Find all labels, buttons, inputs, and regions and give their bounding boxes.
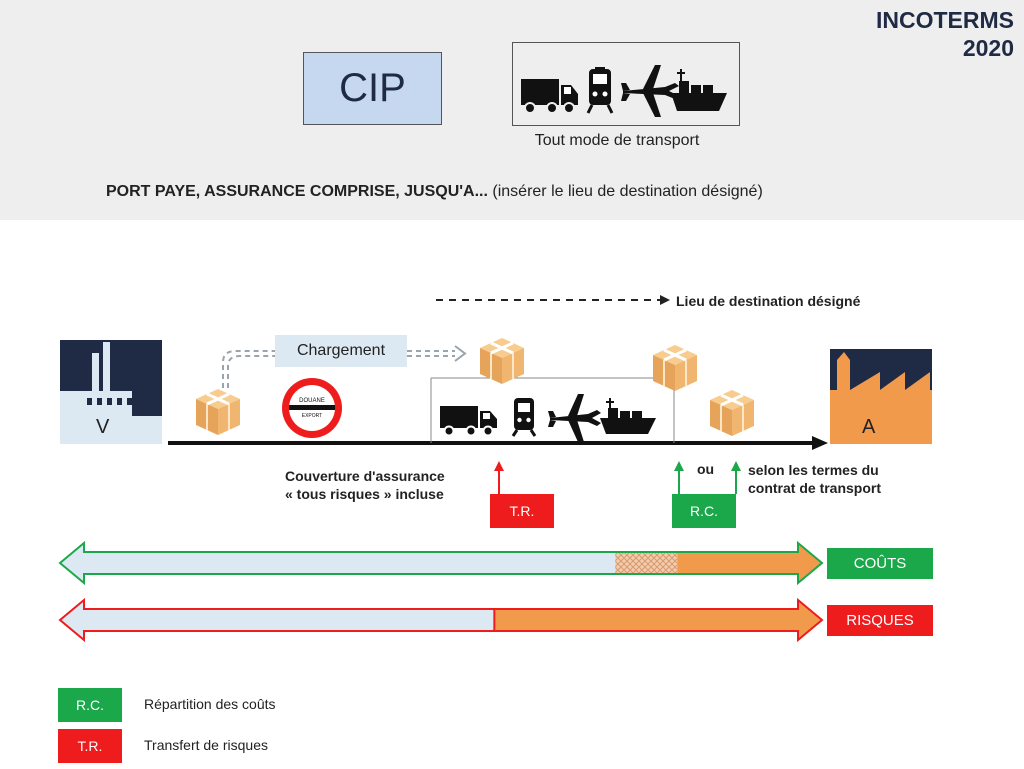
- contract-line2: contrat de transport: [748, 480, 882, 496]
- transport-main-line: [168, 436, 828, 450]
- legend-risk-text: Transfert de risques: [144, 737, 268, 753]
- loading-dashed-path: [222, 345, 467, 388]
- incoterm-full-name-bold: PORT PAYE, ASSURANCE COMPRISE, JUSQU'A..…: [106, 183, 488, 200]
- insurance-line2: « tous risques » incluse: [285, 486, 444, 502]
- risk-transfer-pointer: [494, 461, 504, 494]
- brand-title: INCOTERMS 2020: [876, 6, 1014, 62]
- legend-risk-tag: T.R.: [58, 729, 122, 763]
- legend-cost-tag: R.C.: [58, 688, 122, 722]
- risks-bar: [58, 597, 824, 643]
- cost-split-pointer-left: [674, 461, 684, 494]
- transport-modes-icons: [521, 65, 727, 117]
- customs-sign-line2: EXPORT: [302, 413, 322, 419]
- train-icon: [511, 398, 537, 437]
- truck-icon: [521, 79, 578, 114]
- costs-bar: [58, 540, 824, 586]
- transport-mode-caption: Tout mode de transport: [534, 132, 700, 149]
- legend-cost-text: Répartition des coûts: [144, 696, 276, 712]
- buyer-factory-icon: [830, 349, 932, 444]
- package-icon: [710, 390, 754, 436]
- buyer-label: A: [862, 416, 876, 438]
- risks-label: RISQUES: [827, 605, 933, 636]
- airplane-icon: [621, 65, 679, 117]
- brand-line1: INCOTERMS: [876, 7, 1014, 33]
- incoterm-code: CIP: [303, 52, 442, 125]
- brand-line2: 2020: [962, 35, 1014, 61]
- loading-label: Chargement: [275, 335, 407, 367]
- destination-dashed-arrow: [436, 295, 670, 305]
- customs-sign-icon: DOUANE EXPORT: [282, 378, 342, 438]
- costs-label: COÛTS: [827, 548, 933, 579]
- package-icon: [480, 338, 524, 384]
- ship-icon: [671, 69, 727, 111]
- seller-label: V: [96, 416, 110, 438]
- package-icon: [653, 345, 697, 391]
- insurance-line1: Couverture d'assurance: [285, 468, 445, 484]
- risk-transfer-tag: T.R.: [490, 494, 554, 528]
- package-icon: [196, 389, 240, 435]
- train-icon: [586, 67, 614, 114]
- ship-icon: [600, 398, 656, 434]
- transport-modes-box: [512, 42, 740, 126]
- customs-sign-line1: DOUANE: [299, 398, 325, 404]
- cost-split-pointer-right: [731, 461, 741, 494]
- truck-icon: [440, 406, 497, 437]
- contract-note: selon les termes du contrat de transport: [748, 461, 881, 497]
- incoterm-full-name-rest: (insérer le lieu de destination désigné): [487, 183, 763, 200]
- destination-legend: Lieu de destination désigné: [676, 293, 861, 309]
- seller-factory-icon: [60, 340, 162, 444]
- or-label: ou: [697, 461, 715, 477]
- insurance-note: Couverture d'assurance « tous risques » …: [285, 467, 445, 503]
- cost-split-tag: R.C.: [672, 494, 736, 528]
- airplane-icon: [548, 394, 601, 442]
- contract-line1: selon les termes du: [748, 462, 879, 478]
- incoterm-full-name: PORT PAYE, ASSURANCE COMPRISE, JUSQU'A..…: [106, 183, 763, 201]
